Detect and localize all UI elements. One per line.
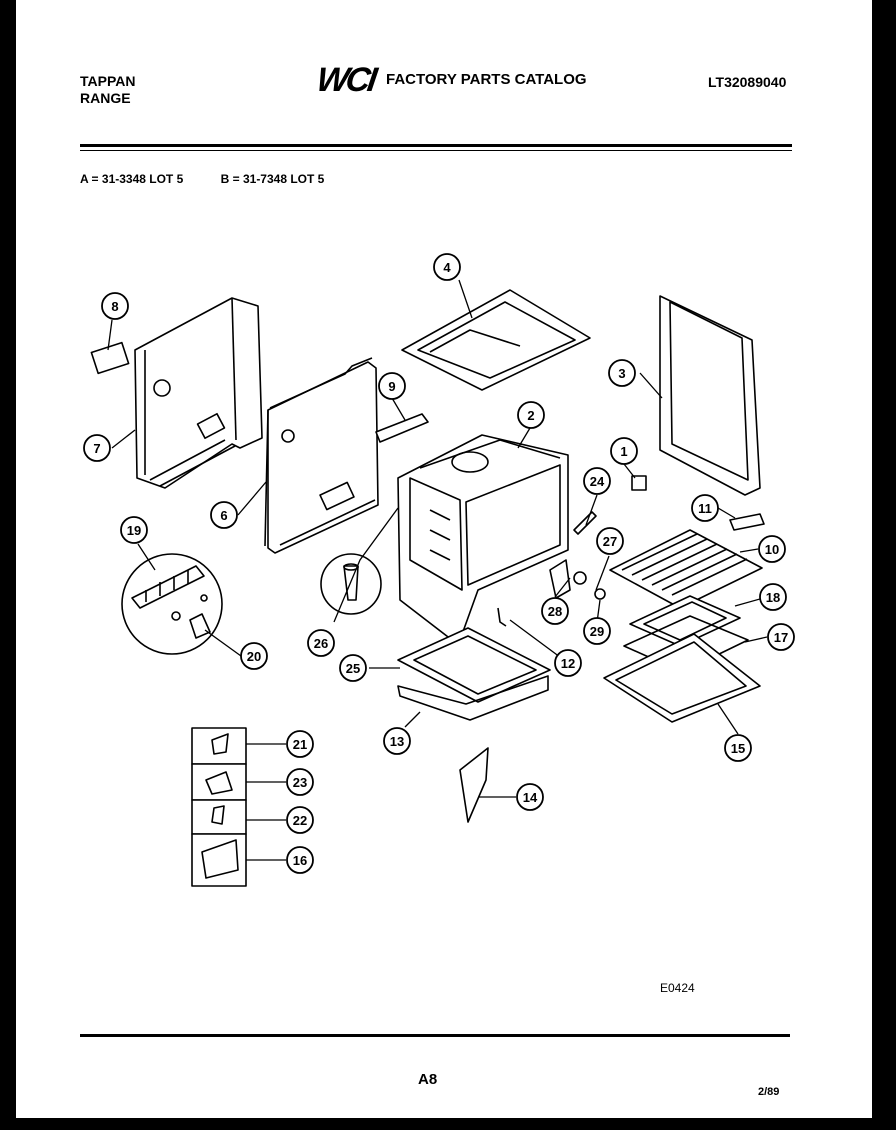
- callout-16: 16: [286, 846, 314, 874]
- part-3-side-panel: [659, 295, 761, 496]
- callout-28: 28: [541, 597, 569, 625]
- brand-line-2: RANGE: [80, 90, 131, 106]
- part-8-cover-plate: [90, 341, 130, 375]
- svg-text:19: 19: [127, 523, 141, 538]
- svg-text:23: 23: [293, 775, 307, 790]
- svg-text:8: 8: [111, 299, 118, 314]
- model-variant-a: A = 31-3348 LOT 5: [80, 172, 184, 186]
- svg-text:11: 11: [698, 501, 712, 516]
- svg-text:29: 29: [590, 624, 604, 639]
- footer-rule: [80, 1034, 790, 1037]
- svg-text:24: 24: [590, 474, 605, 489]
- callout-21: 21: [286, 730, 314, 758]
- part-1-knob: [631, 475, 647, 491]
- part-9-bracket: [375, 413, 429, 443]
- callout-22: 22: [286, 806, 314, 834]
- part-7-back-panel: [134, 297, 263, 489]
- svg-text:4: 4: [443, 260, 451, 275]
- svg-text:1: 1: [620, 444, 627, 459]
- callout-7: 7: [83, 434, 111, 462]
- callout-12: 12: [554, 649, 582, 677]
- svg-text:12: 12: [561, 656, 575, 671]
- callout-18: 18: [759, 583, 787, 611]
- callout-23: 23: [286, 768, 314, 796]
- callout-9: 9: [378, 372, 406, 400]
- callout-20: 20: [240, 642, 268, 670]
- part-11-switch: [729, 513, 765, 531]
- header-rule-thick: [80, 144, 792, 147]
- svg-text:14: 14: [523, 790, 538, 805]
- callout-26: 26: [307, 629, 335, 657]
- svg-text:13: 13: [390, 734, 404, 749]
- part-12-hook: [497, 607, 507, 627]
- callout-15: 15: [724, 734, 752, 762]
- part-19-20-detail: [121, 553, 223, 655]
- callout-8: 8: [101, 292, 129, 320]
- part-29-screw: [594, 588, 606, 600]
- callout-3: 3: [608, 359, 636, 387]
- wci-logo: WCI: [318, 61, 381, 98]
- part-28-bracket: [549, 559, 571, 599]
- svg-text:22: 22: [293, 813, 307, 828]
- svg-text:17: 17: [774, 630, 788, 645]
- svg-text:10: 10: [765, 542, 779, 557]
- callout-24: 24: [583, 467, 611, 495]
- parts-inset-boxes: [191, 727, 247, 887]
- wci-logo-text: WCI: [318, 61, 381, 98]
- svg-text:16: 16: [293, 853, 307, 868]
- part-26-detail: [320, 553, 382, 615]
- brand-block: TAPPAN RANGE: [80, 73, 135, 107]
- part-4-cooktop: [401, 289, 591, 391]
- part-2-oven-body: [397, 434, 569, 641]
- brand-line-1: TAPPAN: [80, 73, 136, 89]
- part-drawings: [90, 289, 765, 887]
- part-14-hinge: [459, 747, 489, 823]
- svg-text:20: 20: [247, 649, 261, 664]
- svg-text:21: 21: [293, 737, 307, 752]
- callout-11: 11: [691, 494, 719, 522]
- date-code: 2/89: [758, 1086, 780, 1098]
- part-15-bottom-tray: [603, 633, 761, 723]
- page-number: A8: [418, 1071, 438, 1088]
- callout-10: 10: [758, 535, 786, 563]
- model-variants: A = 31-3348 LOT 5 B = 31-7348 LOT 5: [80, 171, 358, 188]
- svg-text:18: 18: [766, 590, 780, 605]
- drawing-reference-code: E0424: [660, 981, 695, 995]
- callout-17: 17: [767, 623, 795, 651]
- svg-text:2: 2: [527, 408, 534, 423]
- model-number: LT32089040: [708, 74, 787, 90]
- part-13-base-frame: [397, 675, 549, 721]
- svg-text:28: 28: [548, 604, 562, 619]
- callout-29: 29: [583, 617, 611, 645]
- callout-1: 1: [610, 437, 638, 465]
- svg-text:7: 7: [93, 441, 100, 456]
- svg-text:6: 6: [220, 508, 227, 523]
- part-18-broiler-grid: [629, 595, 741, 647]
- catalog-title: FACTORY PARTS CATALOG: [386, 71, 587, 88]
- svg-text:15: 15: [731, 741, 745, 756]
- callout-25: 25: [339, 654, 367, 682]
- callout-4: 4: [433, 253, 461, 281]
- svg-text:3: 3: [618, 366, 625, 381]
- svg-text:27: 27: [603, 534, 617, 549]
- callout-13: 13: [383, 727, 411, 755]
- part-24-clip: [573, 511, 597, 535]
- part-27-bushing: [573, 571, 587, 585]
- part-10-oven-rack: [609, 529, 763, 609]
- part-25-bottom-pan: [397, 627, 551, 703]
- header-rule-thin: [80, 150, 792, 151]
- part-6-inner-panel: [264, 357, 379, 554]
- svg-text:9: 9: [388, 379, 395, 394]
- svg-text:26: 26: [314, 636, 328, 651]
- model-variant-b: B = 31-7348 LOT 5: [220, 172, 325, 186]
- callout-6: 6: [210, 501, 238, 529]
- callout-2: 2: [517, 401, 545, 429]
- part-callouts: 1 2 3 4 6 7 8 9 10 11 12 13 14 15 16 17 …: [83, 253, 795, 874]
- callout-27: 27: [596, 527, 624, 555]
- svg-text:25: 25: [346, 661, 360, 676]
- callout-14: 14: [516, 783, 544, 811]
- callout-19: 19: [120, 516, 148, 544]
